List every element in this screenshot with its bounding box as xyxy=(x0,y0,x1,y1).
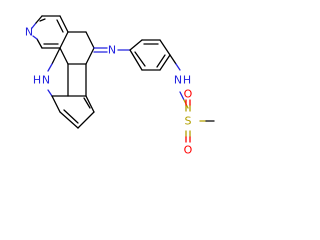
phenyl-ring xyxy=(117,39,171,71)
bond xyxy=(59,15,69,33)
bond xyxy=(77,111,95,129)
pyridine-ring xyxy=(31,15,69,49)
bond xyxy=(47,89,53,97)
bond xyxy=(32,35,38,40)
sulfonamide-group xyxy=(169,54,215,143)
atom-label-n: N xyxy=(42,74,50,87)
atom-label-n: N xyxy=(108,44,116,57)
bond xyxy=(35,15,43,24)
bond xyxy=(59,111,79,129)
bond xyxy=(156,54,166,68)
bond xyxy=(31,22,37,29)
bond xyxy=(85,31,95,49)
bond xyxy=(59,47,69,65)
bond xyxy=(175,63,181,71)
bond xyxy=(47,63,53,72)
atom-label-n: N xyxy=(174,74,182,87)
bond xyxy=(129,39,143,51)
bond xyxy=(63,109,79,124)
bond xyxy=(83,97,91,109)
central-ring xyxy=(47,31,95,72)
bond xyxy=(59,31,69,49)
bond xyxy=(159,54,171,71)
bond xyxy=(51,47,61,65)
atom-label-h: H xyxy=(183,74,191,87)
atom-label-o: O xyxy=(184,144,193,157)
bond xyxy=(39,18,46,22)
bond xyxy=(85,95,95,113)
atom-label-o: O xyxy=(184,88,193,101)
atom-label-h: H xyxy=(33,74,41,87)
bond xyxy=(179,91,185,101)
benzo-ring xyxy=(47,63,95,129)
atom-label-n: N xyxy=(25,26,33,39)
bond xyxy=(36,38,43,49)
bond xyxy=(51,95,61,113)
bond xyxy=(85,47,95,65)
structure-drawing: N N N H N H S O O xyxy=(25,15,215,157)
bond xyxy=(169,54,177,65)
bond xyxy=(56,19,64,33)
bond xyxy=(134,51,146,67)
molecule-diagram: N N N H N H S O O xyxy=(0,0,236,162)
bond xyxy=(159,39,171,56)
atom-label-s: S xyxy=(185,115,192,128)
imine-bond xyxy=(93,47,108,53)
bond xyxy=(129,49,143,71)
